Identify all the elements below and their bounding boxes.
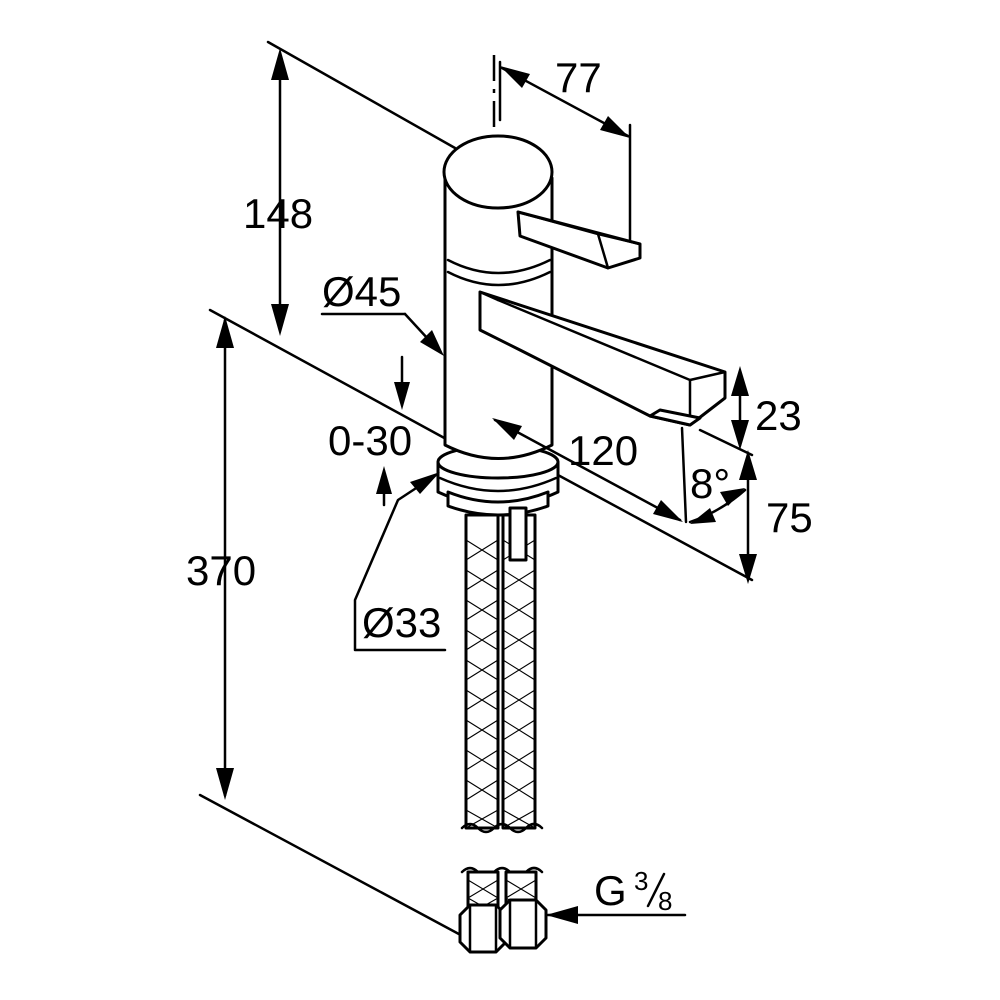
supply-hoses	[458, 506, 548, 954]
dim-deck-thickness: 0-30	[328, 417, 412, 464]
extension-lines	[198, 40, 754, 942]
dim-connection-thread: G 3 8	[594, 866, 672, 916]
thread-prefix: G	[594, 867, 627, 914]
dim-body-diameter: Ø45	[322, 268, 401, 315]
faucet-body	[436, 134, 727, 517]
dim-total-height: 370	[186, 547, 256, 594]
thread-fraction-bar	[646, 872, 666, 908]
dim-spout-height: 23	[755, 392, 802, 439]
dim-outlet-height: 75	[766, 494, 813, 541]
dim-lever-reach: 77	[555, 54, 602, 101]
dim-base-diameter: Ø33	[362, 599, 441, 646]
dimension-lines	[216, 48, 757, 924]
dim-height-to-spout: 148	[243, 190, 313, 237]
dim-spout-angle: 8°	[690, 460, 730, 507]
thread-denominator: 8	[658, 886, 672, 916]
thread-numerator: 3	[634, 866, 648, 896]
dim-spout-projection: 120	[568, 427, 638, 474]
